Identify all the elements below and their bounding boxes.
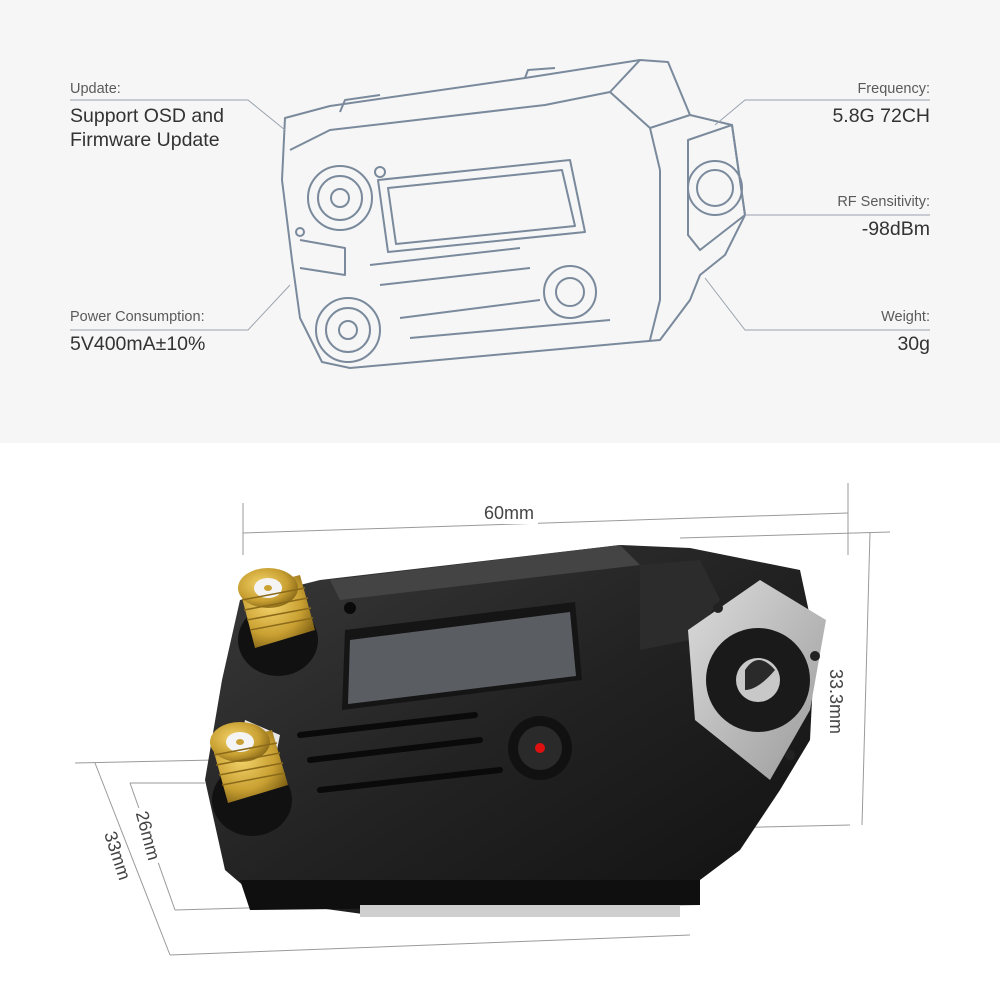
spec-frequency-label: Frequency:: [857, 81, 930, 97]
spec-power: Power Consumption: 5V400mA±10%: [70, 308, 205, 356]
spec-frequency: Frequency: 5.8G 72CH: [832, 80, 930, 128]
spec-rf: RF Sensitivity: -98dBm: [837, 193, 930, 241]
specs-panel: [0, 0, 1000, 443]
spec-frequency-value: 5.8G 72CH: [832, 105, 930, 127]
line-drawing: [70, 59, 930, 369]
spec-rf-value: -98dBm: [861, 218, 930, 240]
spec-update-value-line2: Firmware Update: [70, 129, 220, 151]
spec-weight-value: 30g: [897, 333, 930, 355]
spec-update-value-line1: Support OSD and: [70, 105, 224, 127]
spec-power-label: Power Consumption:: [70, 309, 205, 325]
spec-power-value: 5V400mA±10%: [70, 333, 206, 355]
dimension-height: 33.3mm: [825, 665, 846, 739]
spec-rf-label: RF Sensitivity:: [837, 194, 930, 210]
spec-update: Update: Support OSD and Firmware Update: [70, 80, 224, 152]
spec-weight: Weight: 30g: [881, 308, 930, 356]
dimension-length: 60mm: [480, 503, 539, 524]
spec-update-label: Update:: [70, 81, 121, 97]
spec-weight-label: Weight:: [881, 309, 930, 325]
